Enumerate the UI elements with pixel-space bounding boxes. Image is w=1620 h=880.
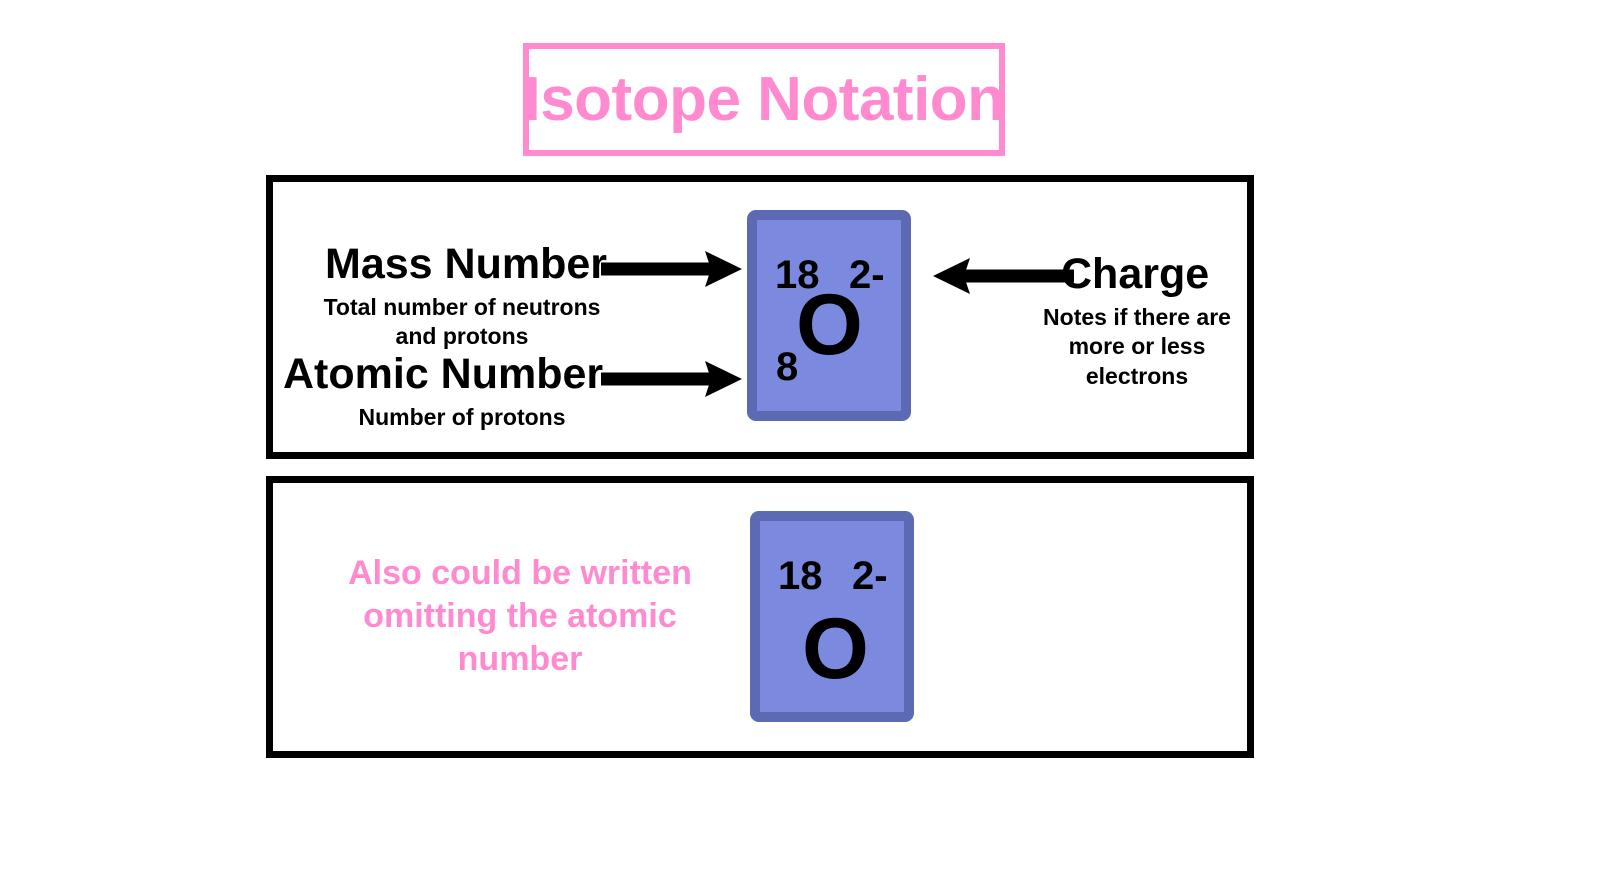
tile-element-symbol-simplified: O xyxy=(802,601,869,697)
arrow-left-icon-charge xyxy=(933,258,1074,294)
tile-charge-simplified: 2- xyxy=(852,554,888,598)
tile-mass-number: 18 xyxy=(775,253,820,297)
arrow-right-icon-atomic xyxy=(601,361,742,397)
mass-number-heading: Mass Number xyxy=(325,240,607,288)
charge-heading: Charge xyxy=(1061,250,1210,298)
page-title: Isotope Notation xyxy=(523,64,1005,134)
page-title-box: Isotope Notation xyxy=(523,43,1005,156)
element-tile-full: 18 2- O 8 xyxy=(747,210,911,421)
tile-mass-number-simplified: 18 xyxy=(778,554,823,598)
element-tile-inner: 18 2- O 8 xyxy=(757,220,901,411)
omit-atomic-number-note: Also could be written omitting the atomi… xyxy=(348,554,692,678)
tile-charge: 2- xyxy=(849,253,885,297)
mass-number-subtitle: Total number of neutrons and protons xyxy=(323,294,601,350)
atomic-number-heading: Atomic Number xyxy=(283,350,604,398)
element-tile-simplified: 18 2- O xyxy=(750,511,914,722)
element-tile-inner-simplified: 18 2- O xyxy=(760,521,904,712)
arrow-right-icon-mass xyxy=(601,251,742,287)
tile-atomic-number: 8 xyxy=(776,345,799,389)
tile-element-symbol: O xyxy=(796,277,863,373)
charge-subtitle: Notes if there are more or less electron… xyxy=(1043,304,1231,389)
atomic-number-subtitle: Number of protons xyxy=(358,404,566,430)
